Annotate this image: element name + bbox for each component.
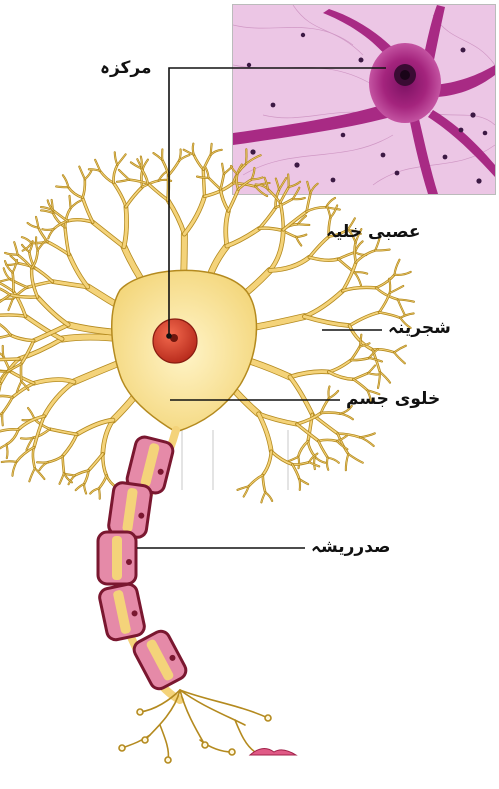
myelin-sheath <box>98 435 189 692</box>
dendrite-branch <box>90 488 99 493</box>
dendrite-branch-fill <box>12 383 33 397</box>
dendrite-branch-fill <box>0 359 19 360</box>
dendrite-branch-fill <box>368 365 375 373</box>
dendrite-branch-fill <box>34 267 52 281</box>
dendrite-branch-fill <box>279 178 286 190</box>
dendrite-branch <box>360 437 374 446</box>
dendrite-branch-fill <box>117 154 125 165</box>
dendrite-branch-fill <box>168 200 184 234</box>
dendrite-branch-fill <box>280 187 289 202</box>
dendrite-branch-fill <box>287 457 298 462</box>
dendrite-branch-fill <box>69 255 88 287</box>
dendrite-branch <box>315 457 325 463</box>
axon-terminal-knob <box>202 742 208 748</box>
dendrite-branch <box>356 250 375 262</box>
target-cell <box>250 748 296 755</box>
dendrite-branch-fill <box>148 184 168 201</box>
dendrite-branch <box>340 414 353 420</box>
nucleus-leader-dot <box>166 333 172 339</box>
dendrite-branch <box>328 458 339 463</box>
myelin-segment <box>108 482 153 539</box>
axon-terminal-branch <box>180 690 268 718</box>
dendrite-branch-fill <box>44 382 74 416</box>
dendrite-branch <box>6 430 18 445</box>
dendrite-branch-fill <box>2 397 12 413</box>
dendrite-branch-fill <box>27 282 52 288</box>
dendrite-branch <box>63 175 68 187</box>
axon-terminal-knob <box>265 715 271 721</box>
axon-terminal-knob <box>137 709 143 715</box>
label-nucleus: مرکزہ <box>100 58 152 78</box>
axon-terminal-knob <box>229 749 235 755</box>
dendrite-branch-fill <box>29 468 34 481</box>
dendrite-branch-fill <box>283 212 306 230</box>
dendrite-branch <box>85 170 92 179</box>
dendrite-branch <box>32 250 38 268</box>
label-dendrite: شجرینہ <box>388 318 451 338</box>
dendrite-branch-fill <box>83 198 93 222</box>
dendrite-branch-fill <box>259 208 275 229</box>
dendrite-branch <box>289 182 300 187</box>
myelin-segment <box>98 583 146 642</box>
dendrite-branch <box>65 208 71 227</box>
axon-terminal-knob <box>119 745 125 751</box>
dendrite-branch-fill <box>338 252 355 259</box>
dendrite-branch <box>376 275 394 288</box>
dendrite-branch-fill <box>38 297 69 325</box>
dendrite-branch <box>263 451 272 475</box>
dendrite-branch-fill <box>168 161 179 176</box>
dendrite-branch <box>211 150 222 155</box>
dendrite-branch <box>22 237 32 243</box>
dendrite-branch-fill <box>0 383 1 403</box>
dendrite-branch-fill <box>79 167 85 180</box>
myelin-segment <box>98 532 136 584</box>
dendrite-branch <box>71 201 81 209</box>
label-nerve-cell: عصبی خلیہ <box>326 222 421 242</box>
dendrite-branch-fill <box>60 473 64 484</box>
dendrite-branch <box>354 272 361 285</box>
dendrite-branch <box>246 155 261 164</box>
dendrite-branch-fill <box>227 228 259 246</box>
dendrite-branch-fill <box>89 454 103 471</box>
dendrite-branch <box>308 441 315 457</box>
dendrite-branch <box>394 260 399 275</box>
label-axon: صدرریشہ <box>311 537 390 557</box>
dendrite-branch-fill <box>0 324 11 335</box>
dendrite-branch-fill <box>293 188 299 199</box>
dendrite-branch <box>5 261 13 272</box>
dendrite-branch <box>16 447 34 462</box>
axon-terminals <box>119 690 271 763</box>
dendrite-branch-fill <box>398 299 405 314</box>
dendrite-branch <box>310 184 317 194</box>
label-cell-body: خلوی جسم <box>346 389 440 409</box>
axon-terminal-branch <box>160 725 168 760</box>
dendrite-branch-fill <box>353 373 368 379</box>
dendrite-branch <box>298 441 308 457</box>
axon-terminal-knob <box>142 737 148 743</box>
dendrite-branch <box>265 492 272 501</box>
dendrite-branch-fill <box>228 189 238 211</box>
dendrite-branch-fill <box>153 153 162 160</box>
dendrite-branch-fill <box>290 377 312 414</box>
dendrite-branch-fill <box>8 299 12 310</box>
dendrite-branch-fill <box>93 222 124 247</box>
dendrite-branch-fill <box>390 286 403 293</box>
dendrite-branch-fill <box>319 441 328 458</box>
myelin-segment <box>131 628 189 692</box>
dendrite-branch-fill <box>209 178 221 189</box>
dendrite-branch-fill <box>126 187 142 207</box>
dendrite-branch-fill <box>351 347 360 361</box>
dendrite-branch-fill <box>119 170 129 180</box>
axon-terminal-knob <box>165 757 171 763</box>
